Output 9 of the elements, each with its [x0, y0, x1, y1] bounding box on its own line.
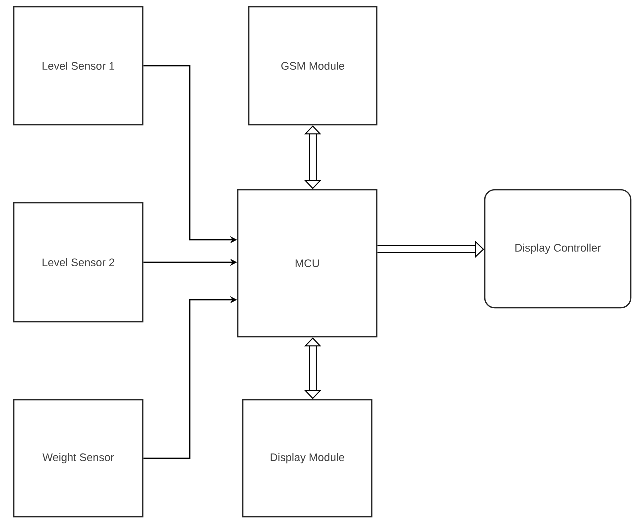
module-box: Display Module: [242, 399, 373, 518]
block-arrow: [304, 126, 322, 190]
sensor-box: Level Sensor 1: [13, 6, 144, 126]
controller-box: Display Controller: [484, 189, 632, 309]
sensor-box: Weight Sensor: [13, 399, 144, 518]
block-arrow: [304, 338, 322, 400]
module-box: GSM Module: [248, 6, 378, 126]
sensor-box: Level Sensor 2: [13, 202, 144, 323]
mcu-box: MCU: [237, 189, 378, 338]
